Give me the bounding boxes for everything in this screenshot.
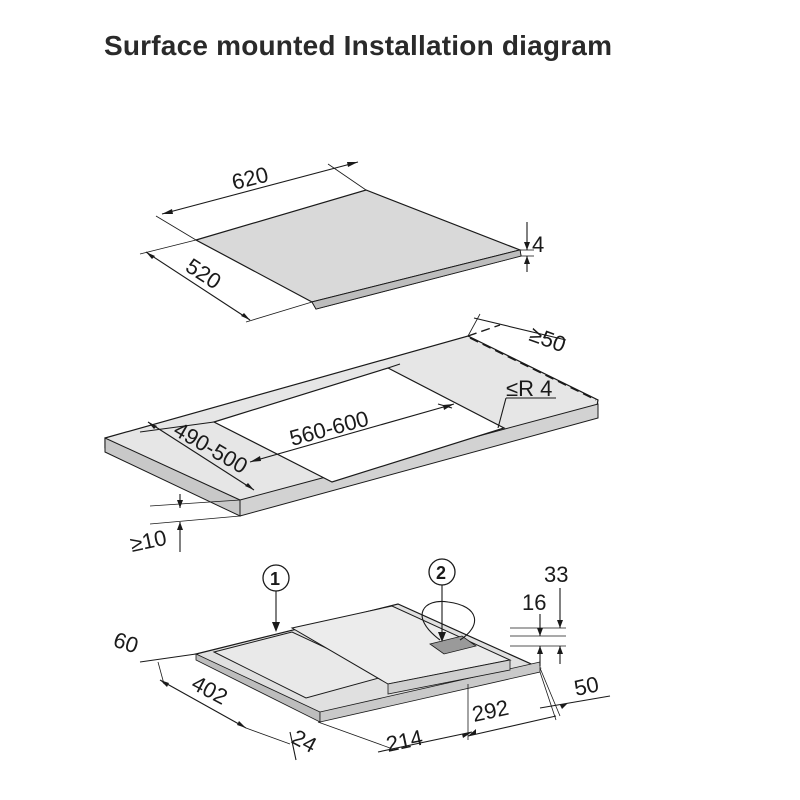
dim-214: 214: [384, 725, 425, 757]
dim-16: 16: [522, 590, 546, 615]
hob-underside: 1 2 33 16 60 402 24: [110, 558, 611, 761]
worktop: 560-600 490-500 ≥50 ≤R 4 ≥10: [104, 313, 599, 557]
dim-402: 402: [188, 670, 232, 709]
dim-hob-thickness: 4: [532, 232, 544, 257]
dim-50: 50: [572, 671, 601, 701]
dim-60: 60: [110, 627, 141, 658]
worktop-cutout: [212, 367, 506, 483]
hob-panel: 620 520 4: [139, 161, 544, 323]
dim-292: 292: [470, 695, 511, 727]
page-title: Surface mounted Installation diagram: [104, 30, 613, 61]
hob-glass-surface: [194, 189, 522, 303]
dim-33: 33: [544, 562, 568, 587]
dim-corner-radius: ≤R 4: [506, 376, 552, 401]
dim-hob-depth: 520: [181, 253, 225, 294]
dim-margin-back: ≥50: [526, 321, 569, 357]
dim-hob-width: 620: [229, 162, 271, 195]
callout-1: 1: [270, 569, 280, 589]
dim-worktop-thickness: ≥10: [128, 525, 169, 557]
dim-24: 24: [288, 724, 321, 758]
callout-2: 2: [436, 563, 446, 583]
